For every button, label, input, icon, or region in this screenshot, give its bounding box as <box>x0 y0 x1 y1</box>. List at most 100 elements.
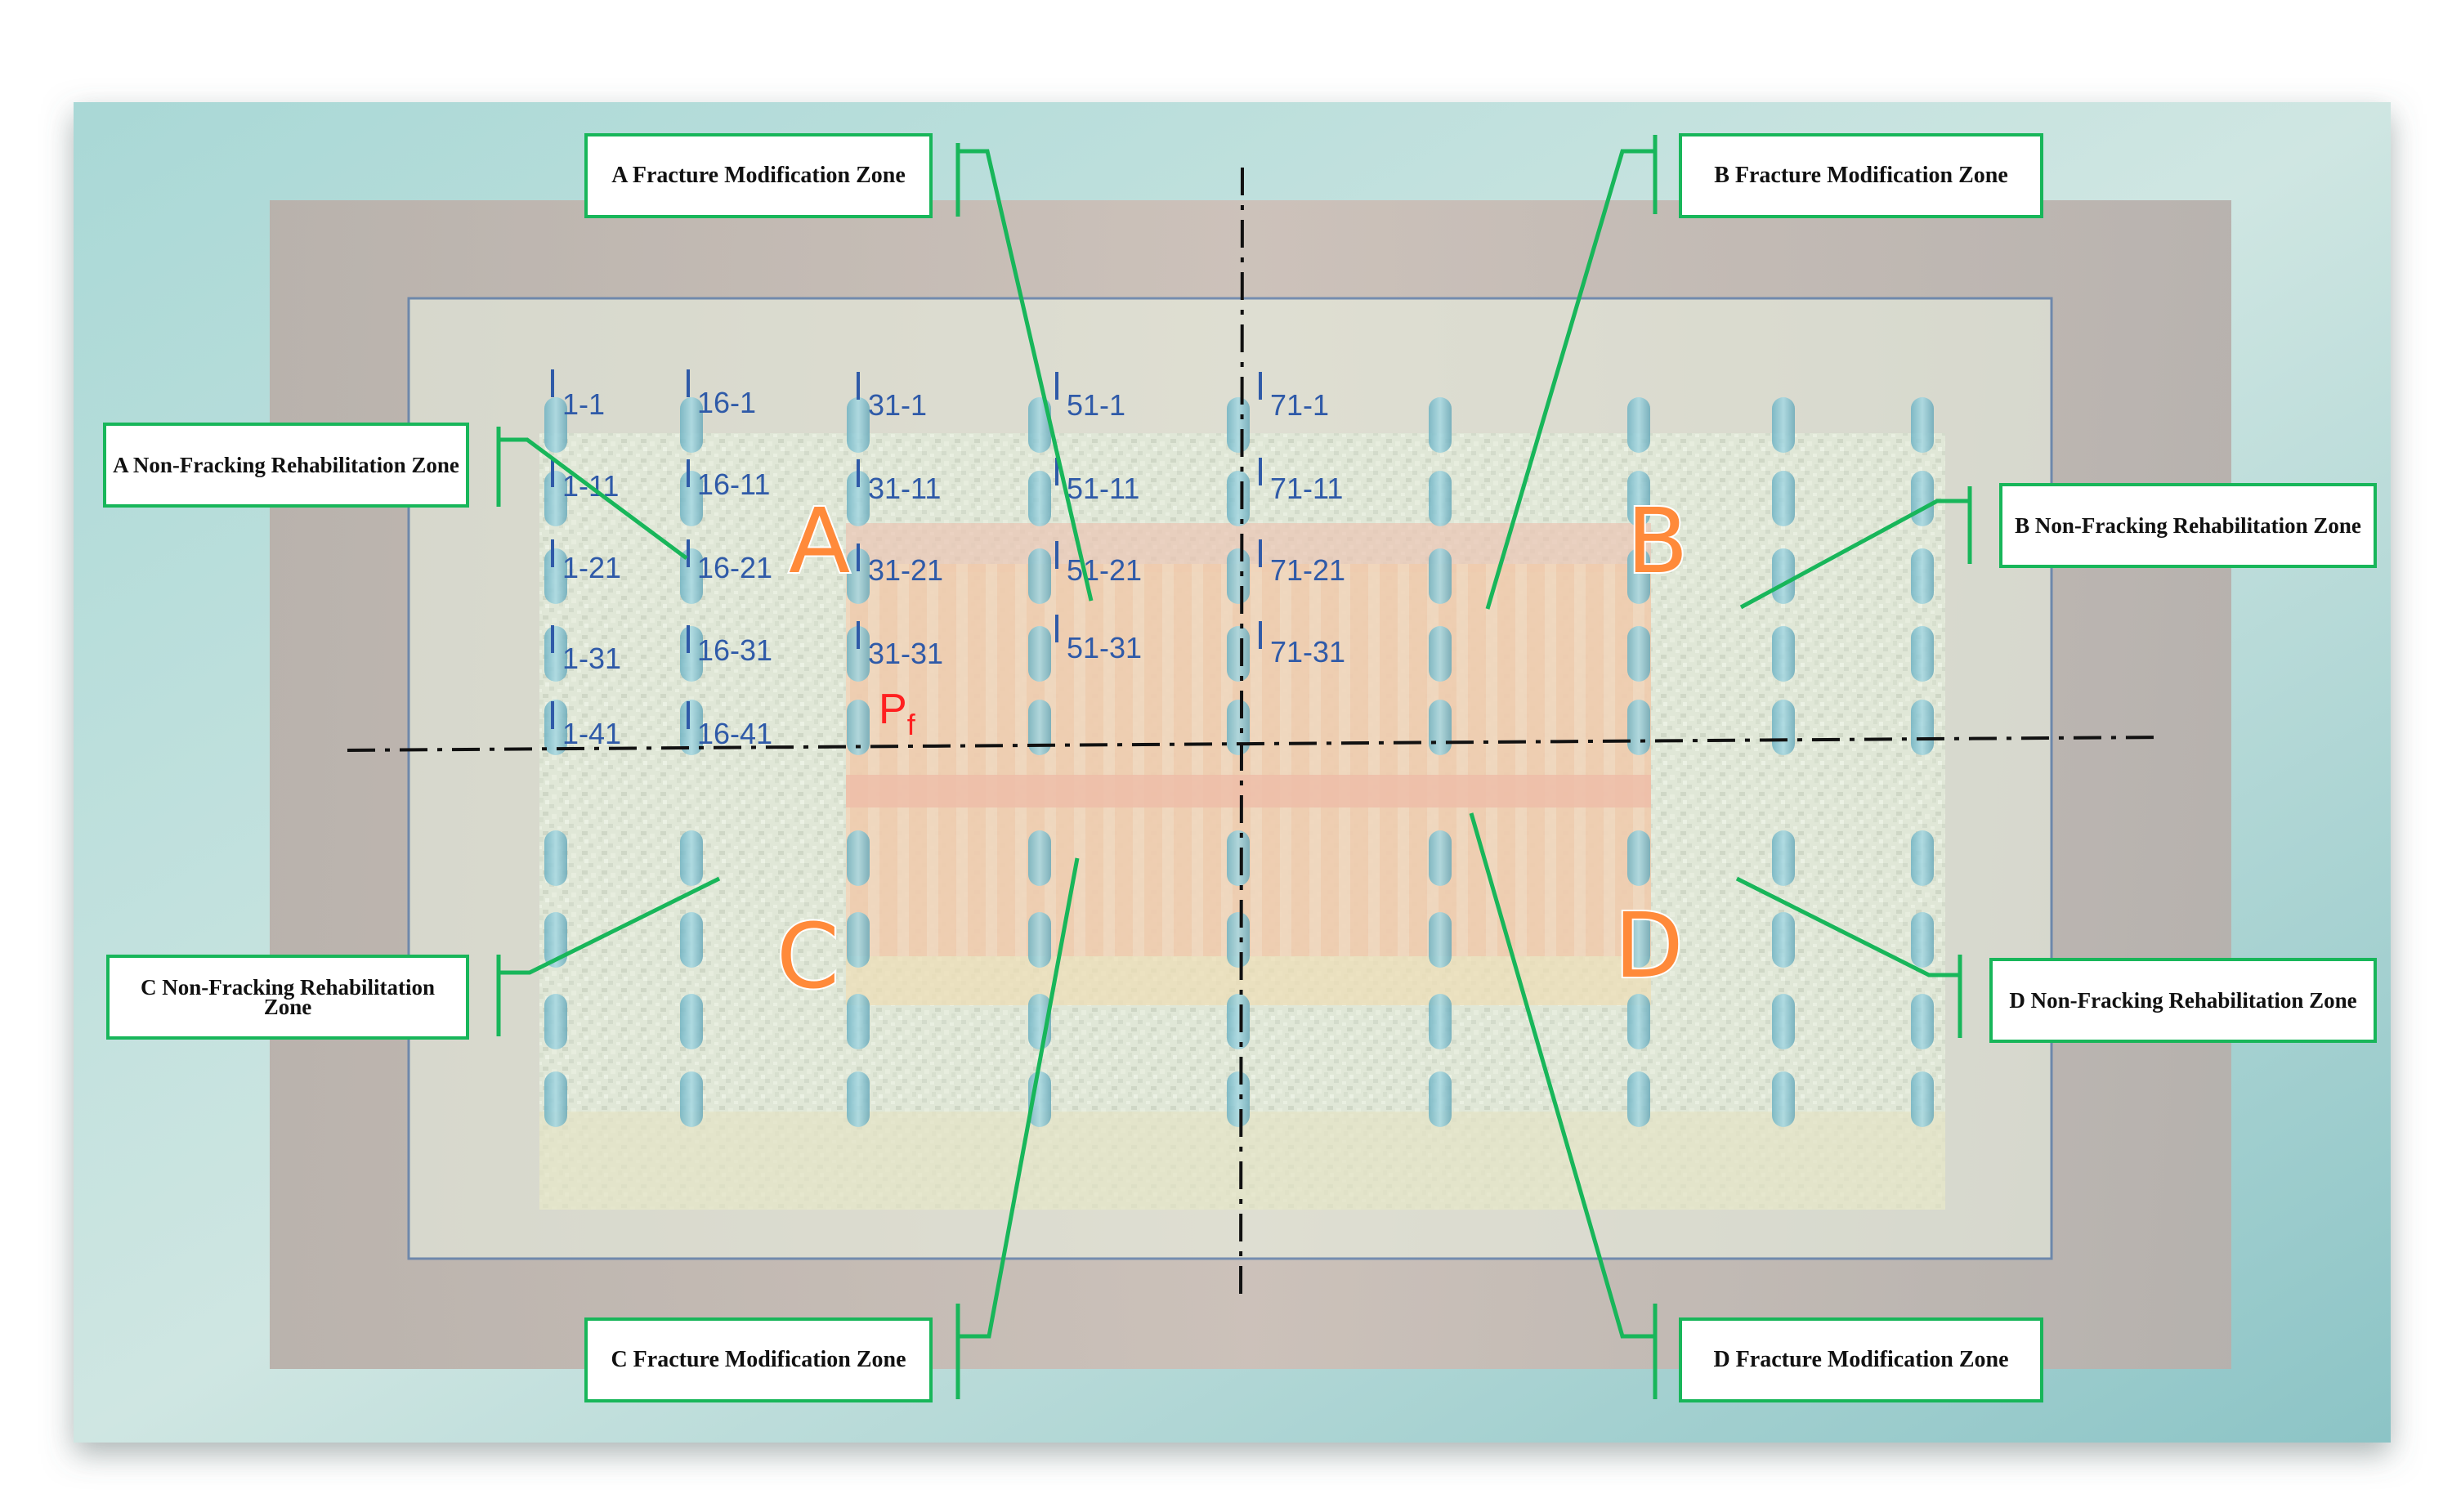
callout-b-non-fracking-rehabilitation-zone: B Non-Fracking Rehabilitation Zone <box>1999 483 2377 568</box>
well-label: 16-1 <box>697 386 756 419</box>
callout-b-fracture-modification-zone: B Fracture Modification Zone <box>1679 133 2043 218</box>
leader-b-fracture <box>1485 149 1655 610</box>
well-cylinder <box>1227 626 1250 682</box>
well-cylinder <box>847 1071 870 1127</box>
well-cylinder <box>544 994 567 1049</box>
well-cylinder <box>1429 912 1452 968</box>
leader-d-fracture <box>1469 812 1655 1339</box>
well-labels-col-31: 31-1 31-11 31-21 31-31 <box>857 372 943 670</box>
zone-letter-c: C <box>776 904 839 1009</box>
well-cylinder <box>1911 626 1934 682</box>
well-cylinder <box>1772 548 1795 604</box>
well-cylinder <box>1429 1071 1452 1127</box>
well-cylinder <box>1227 548 1250 604</box>
well-cylinder <box>1772 1071 1795 1127</box>
pf-subscript: f <box>907 708 916 741</box>
well-cylinder <box>680 397 703 453</box>
well-cylinder <box>544 471 567 526</box>
well-label: 1-41 <box>562 717 621 750</box>
well-cylinder <box>1227 1071 1250 1127</box>
well-cylinder <box>1028 830 1051 886</box>
well-cylinder <box>544 830 567 886</box>
well-cylinder <box>1028 548 1051 604</box>
well-cylinder <box>1772 471 1795 526</box>
well-label: 31-21 <box>868 553 943 587</box>
callout-leaders <box>496 135 1972 1399</box>
well-cylinder <box>544 548 567 604</box>
well-marker <box>687 701 690 729</box>
well-cylinder <box>680 830 703 886</box>
callout-c-non-fracking-rehabilitation-zone: C Non-Fracking Rehabilitation Zone <box>106 955 469 1040</box>
leader-c-fracture <box>958 857 1080 1339</box>
well-cylinder <box>1429 397 1452 453</box>
well-grid <box>544 397 1934 1127</box>
well-label: 1-31 <box>562 642 621 675</box>
well-label: 71-21 <box>1270 553 1345 587</box>
leader-d-nonfrack <box>1735 876 1960 977</box>
well-cylinder <box>1627 994 1650 1049</box>
well-cylinder <box>1772 830 1795 886</box>
well-cylinder <box>680 626 703 682</box>
well-cylinder <box>1429 994 1452 1049</box>
well-cylinder <box>1227 471 1250 526</box>
well-marker <box>687 539 690 567</box>
leader-a-fracture <box>958 149 1094 602</box>
horizontal-axis <box>347 736 2163 752</box>
callout-d-fracture-modification-zone: D Fracture Modification Zone <box>1679 1317 2043 1402</box>
well-marker <box>1259 458 1262 485</box>
well-label: 51-21 <box>1067 553 1142 587</box>
well-cylinder <box>1627 830 1650 886</box>
well-cylinder <box>1028 700 1051 755</box>
zone-letter-d: D <box>1614 893 1684 998</box>
well-marker <box>1259 539 1262 567</box>
well-label: 16-41 <box>697 717 772 750</box>
well-marker <box>1055 541 1058 569</box>
leader-a-nonfrack <box>499 437 688 561</box>
well-label: 71-31 <box>1270 635 1345 669</box>
well-cylinder <box>1227 912 1250 968</box>
callout-c-fracture-modification-zone: C Fracture Modification Zone <box>584 1317 933 1402</box>
well-cylinder <box>1627 700 1650 755</box>
well-label: 16-11 <box>697 467 770 501</box>
well-cylinder <box>1772 397 1795 453</box>
well-cylinder <box>1028 471 1051 526</box>
well-marker <box>1259 372 1262 400</box>
well-marker <box>687 459 690 487</box>
well-cylinder <box>847 700 870 755</box>
well-cylinder <box>1627 397 1650 453</box>
well-cylinder <box>847 830 870 886</box>
callout-a-non-fracking-rehabilitation-zone: A Non-Fracking Rehabilitation Zone <box>103 423 469 508</box>
well-cylinder <box>1627 912 1650 968</box>
zone-letters: A B C D <box>775 487 1689 1010</box>
well-cylinder <box>544 700 567 755</box>
well-cylinder <box>1627 1071 1650 1127</box>
well-label: 1-21 <box>562 551 621 584</box>
well-cylinder <box>1028 912 1051 968</box>
well-marker <box>1055 458 1058 485</box>
well-cylinder <box>680 994 703 1049</box>
well-cylinder <box>847 912 870 968</box>
well-cylinder <box>1772 994 1795 1049</box>
well-labels-col-16: 16-1 16-11 16-21 16-31 16-41 <box>687 369 772 750</box>
well-cylinder <box>680 700 703 755</box>
well-marker <box>857 372 860 400</box>
well-cylinder <box>1429 700 1452 755</box>
well-label: 31-11 <box>868 472 941 505</box>
pf-main: P <box>879 686 907 733</box>
well-cylinder <box>847 471 870 526</box>
well-cylinder <box>1227 700 1250 755</box>
callout-a-fracture-modification-zone: A Fracture Modification Zone <box>584 133 933 218</box>
well-cylinder <box>1911 471 1934 526</box>
well-cylinder <box>1772 626 1795 682</box>
well-cylinder <box>1227 830 1250 886</box>
well-label: 51-31 <box>1067 631 1142 664</box>
well-cylinder <box>1627 471 1650 526</box>
well-marker <box>551 539 554 567</box>
well-label: 1-1 <box>562 387 605 421</box>
well-cylinder <box>1429 830 1452 886</box>
well-cylinder <box>1911 1071 1934 1127</box>
well-labels-col-51: 51-1 51-11 51-21 51-31 <box>1055 372 1142 664</box>
well-cylinder <box>847 994 870 1049</box>
well-cylinder <box>544 397 567 453</box>
well-cylinder <box>1911 548 1934 604</box>
